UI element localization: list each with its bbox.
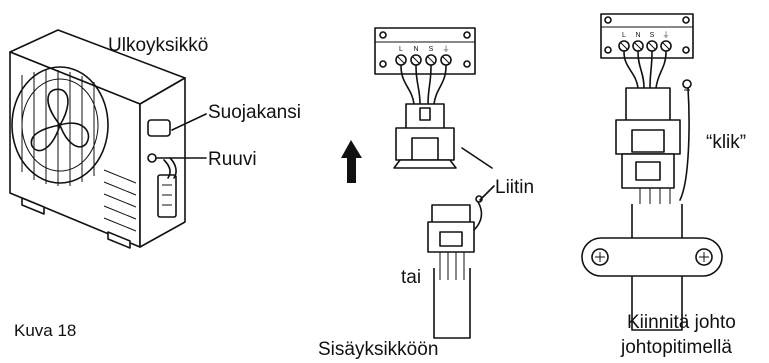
terminal-2-label: S xyxy=(650,32,655,39)
figure-label: Kuva 18 xyxy=(14,321,77,340)
cover-leader xyxy=(171,113,207,131)
terminal-2-label: N xyxy=(635,32,640,39)
connector-female xyxy=(393,103,457,169)
terminal-block-2 xyxy=(600,13,694,89)
outdoor-unit-label: Ulkoyksikkö xyxy=(108,35,209,56)
connector-label: Liitin xyxy=(495,177,535,198)
to-indoor-unit-label: Sisäyksikköön xyxy=(318,339,439,360)
cable-clamp xyxy=(581,237,723,277)
connector-leader-2 xyxy=(479,185,495,201)
terminal-2-label: L xyxy=(622,32,626,39)
connector-male-cable xyxy=(427,195,483,339)
terminal-2-label: ⏚ xyxy=(663,31,670,39)
protective-cover-label: Suojakansi xyxy=(208,102,301,123)
terminal-1-label: S xyxy=(429,46,434,53)
terminal-1-label: ⏚ xyxy=(443,45,450,53)
up-arrow-icon xyxy=(341,140,362,183)
click-label: “klik” xyxy=(706,132,747,153)
terminal-1-label: L xyxy=(399,46,403,53)
screw-label: Ruuvi xyxy=(208,149,257,170)
fasten-cable-label-line1: Kiinnitä johto xyxy=(627,312,736,333)
outdoor-unit xyxy=(9,29,186,249)
terminal-1-label: N xyxy=(413,46,418,53)
fasten-cable-label-line2: johtopitimellä xyxy=(621,337,732,358)
terminal-block-1 xyxy=(374,27,476,105)
connector-leader-1 xyxy=(461,147,493,169)
connector-mated xyxy=(615,79,692,331)
or-label: tai xyxy=(401,267,422,288)
